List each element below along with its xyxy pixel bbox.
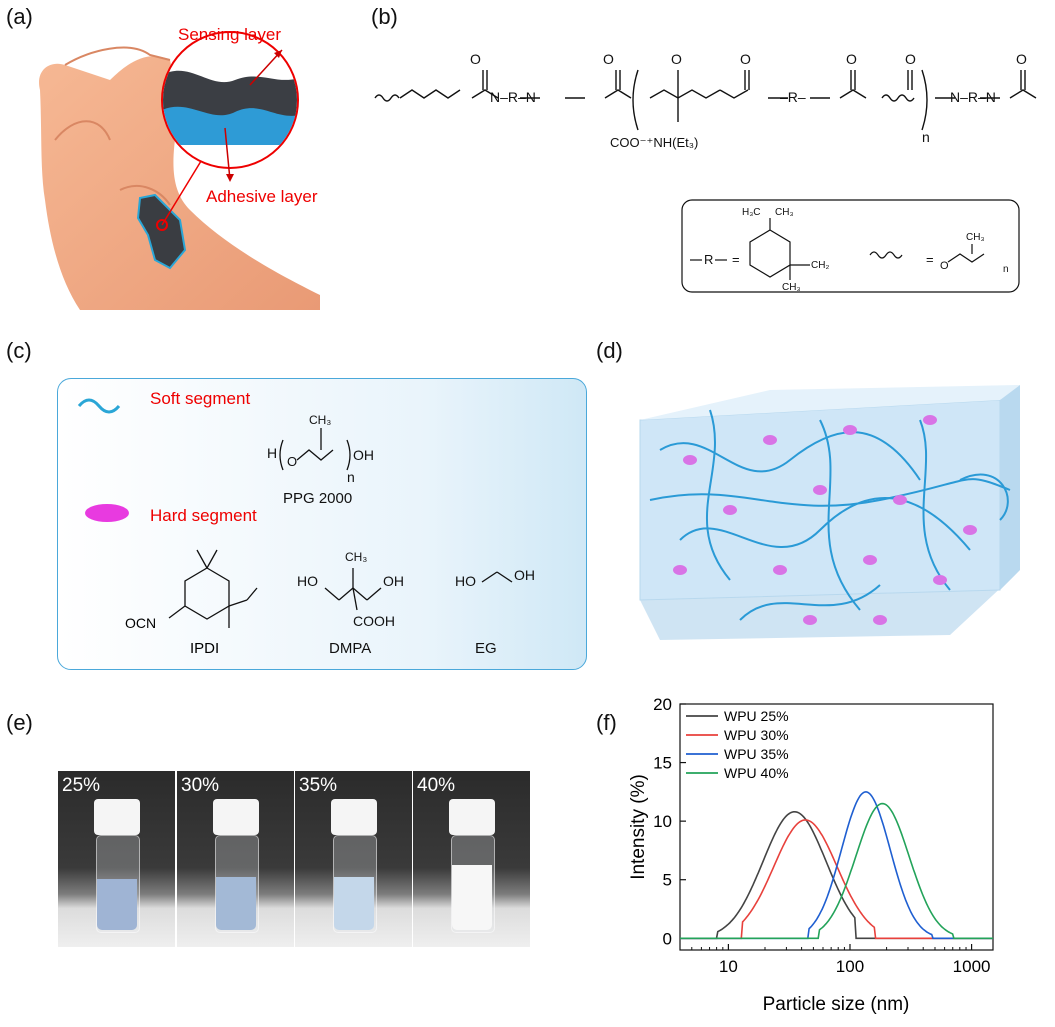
- svg-text:–R–: –R–: [780, 89, 806, 105]
- soft-segment-label: Soft segment: [150, 389, 250, 408]
- dmpa-label: DMPA: [329, 640, 371, 657]
- panel-e-label: (e): [6, 710, 33, 735]
- svg-text:HO: HO: [455, 573, 476, 589]
- y-tick-label: 20: [653, 695, 672, 714]
- svg-text:CH₃: CH₃: [309, 413, 331, 427]
- panel-b-label: (b): [371, 4, 398, 29]
- svg-text:O: O: [1016, 51, 1027, 67]
- vial-percent-label: 25%: [62, 775, 101, 796]
- svg-text:HO: HO: [297, 573, 318, 589]
- hard-segment-label: Hard segment: [150, 506, 257, 525]
- vial-photo-40: 40%: [413, 771, 530, 947]
- svg-text:H₃C: H₃C: [742, 207, 761, 218]
- svg-text:O: O: [940, 260, 949, 272]
- vial-25: [94, 799, 140, 934]
- eg-label: EG: [475, 640, 497, 657]
- vial-40: [449, 799, 495, 934]
- vial-liquid: [97, 879, 137, 930]
- svg-text:OH: OH: [383, 573, 404, 589]
- adhesive-layer-label: Adhesive layer: [206, 187, 318, 206]
- legend-entry: WPU 30%: [724, 727, 789, 743]
- vial-liquid: [334, 877, 374, 930]
- legend-entry: WPU 35%: [724, 746, 789, 762]
- hand-shape: [39, 56, 321, 310]
- svg-text:OCN: OCN: [125, 615, 156, 631]
- svg-text:R: R: [704, 252, 713, 267]
- panel-b-structure: O O O O O O O N–R–N –R– N–R–N COO⁻⁺NH(Et₃) n…: [374, 51, 1037, 293]
- panel-d-label: (d): [596, 338, 623, 363]
- panel-d-network-cube: [639, 385, 1020, 640]
- svg-text:CH₃: CH₃: [345, 550, 367, 564]
- svg-text:O: O: [603, 51, 614, 67]
- svg-text:O: O: [287, 454, 297, 469]
- salt-label: COO⁻⁺NH(Et₃): [610, 135, 698, 150]
- sensing-layer-label: Sensing layer: [178, 25, 281, 44]
- panel-a-label: (a): [6, 4, 33, 29]
- vial-percent-label: 40%: [417, 775, 456, 796]
- svg-text:H: H: [267, 445, 277, 461]
- y-axis-label: Intensity (%): [628, 774, 649, 880]
- svg-text:O: O: [740, 51, 751, 67]
- vial-percent-label: 35%: [299, 775, 338, 796]
- vial-photo-25: 25%: [58, 771, 175, 947]
- svg-text:n: n: [1003, 264, 1009, 275]
- sensor-patch: [136, 193, 187, 270]
- y-tick-label: 0: [663, 929, 672, 948]
- vial-30: [213, 799, 259, 934]
- ipdi-label: IPDI: [190, 640, 219, 657]
- svg-text:O: O: [470, 51, 481, 67]
- series-line: [680, 802, 993, 940]
- hard-segment-icon: [85, 504, 129, 522]
- series-line: [680, 811, 993, 940]
- series-line: [680, 819, 993, 940]
- particle-size-chart: 0 5 10 15 20 10 100 1000 WPU 25% WPU 30% WPU 35%…: [628, 695, 994, 1015]
- panel-f-label: (f): [596, 710, 617, 735]
- panel-c-label: (c): [6, 338, 32, 363]
- vial-photo-30: 30%: [177, 771, 294, 947]
- vial-percent-label: 30%: [181, 775, 220, 796]
- svg-text:N–R–N: N–R–N: [490, 89, 536, 105]
- svg-text:OH: OH: [353, 447, 374, 463]
- vial-liquid: [452, 865, 492, 930]
- panel-c-structures: Soft segment Hard segment H O CH₃ OH n P…: [77, 389, 535, 657]
- structure-legend-box: [681, 199, 1020, 293]
- svg-text:N–R–N: N–R–N: [950, 89, 996, 105]
- y-tick-label: 5: [663, 871, 672, 890]
- svg-text:CH₂: CH₂: [811, 260, 829, 271]
- ppg-label: PPG 2000: [283, 490, 352, 507]
- panel-a-illustration: Sensing layer Adhesive layer: [39, 25, 321, 310]
- svg-text:O: O: [671, 51, 682, 67]
- vial-35: [331, 799, 377, 934]
- svg-text:n: n: [347, 469, 355, 485]
- svg-text:=: =: [732, 252, 740, 267]
- soft-segment-icon: [77, 398, 121, 414]
- y-tick-label: 10: [653, 812, 672, 831]
- vial-photo-35: 35%: [295, 771, 412, 947]
- svg-text:OH: OH: [514, 567, 535, 583]
- svg-text:CH₃: CH₃: [966, 232, 985, 243]
- x-tick-label: 10: [719, 957, 738, 976]
- svg-text:CH₃: CH₃: [782, 282, 801, 293]
- segment-box: [57, 378, 587, 670]
- series-line: [680, 791, 993, 940]
- y-tick-label: 15: [653, 754, 672, 773]
- svg-text:O: O: [905, 51, 916, 67]
- svg-text:CH₃: CH₃: [775, 207, 794, 218]
- legend-entry: WPU 25%: [724, 708, 789, 724]
- svg-text:=: =: [926, 252, 934, 267]
- x-tick-label: 100: [836, 957, 864, 976]
- plot-frame: [679, 703, 994, 951]
- legend-entry: WPU 40%: [724, 765, 789, 781]
- vial-liquid: [216, 877, 256, 930]
- svg-text:O: O: [846, 51, 857, 67]
- x-tick-label: 1000: [953, 957, 991, 976]
- repeat-n: n: [922, 129, 930, 145]
- x-axis-label: Particle size (nm): [763, 994, 910, 1015]
- svg-text:COOH: COOH: [353, 613, 395, 629]
